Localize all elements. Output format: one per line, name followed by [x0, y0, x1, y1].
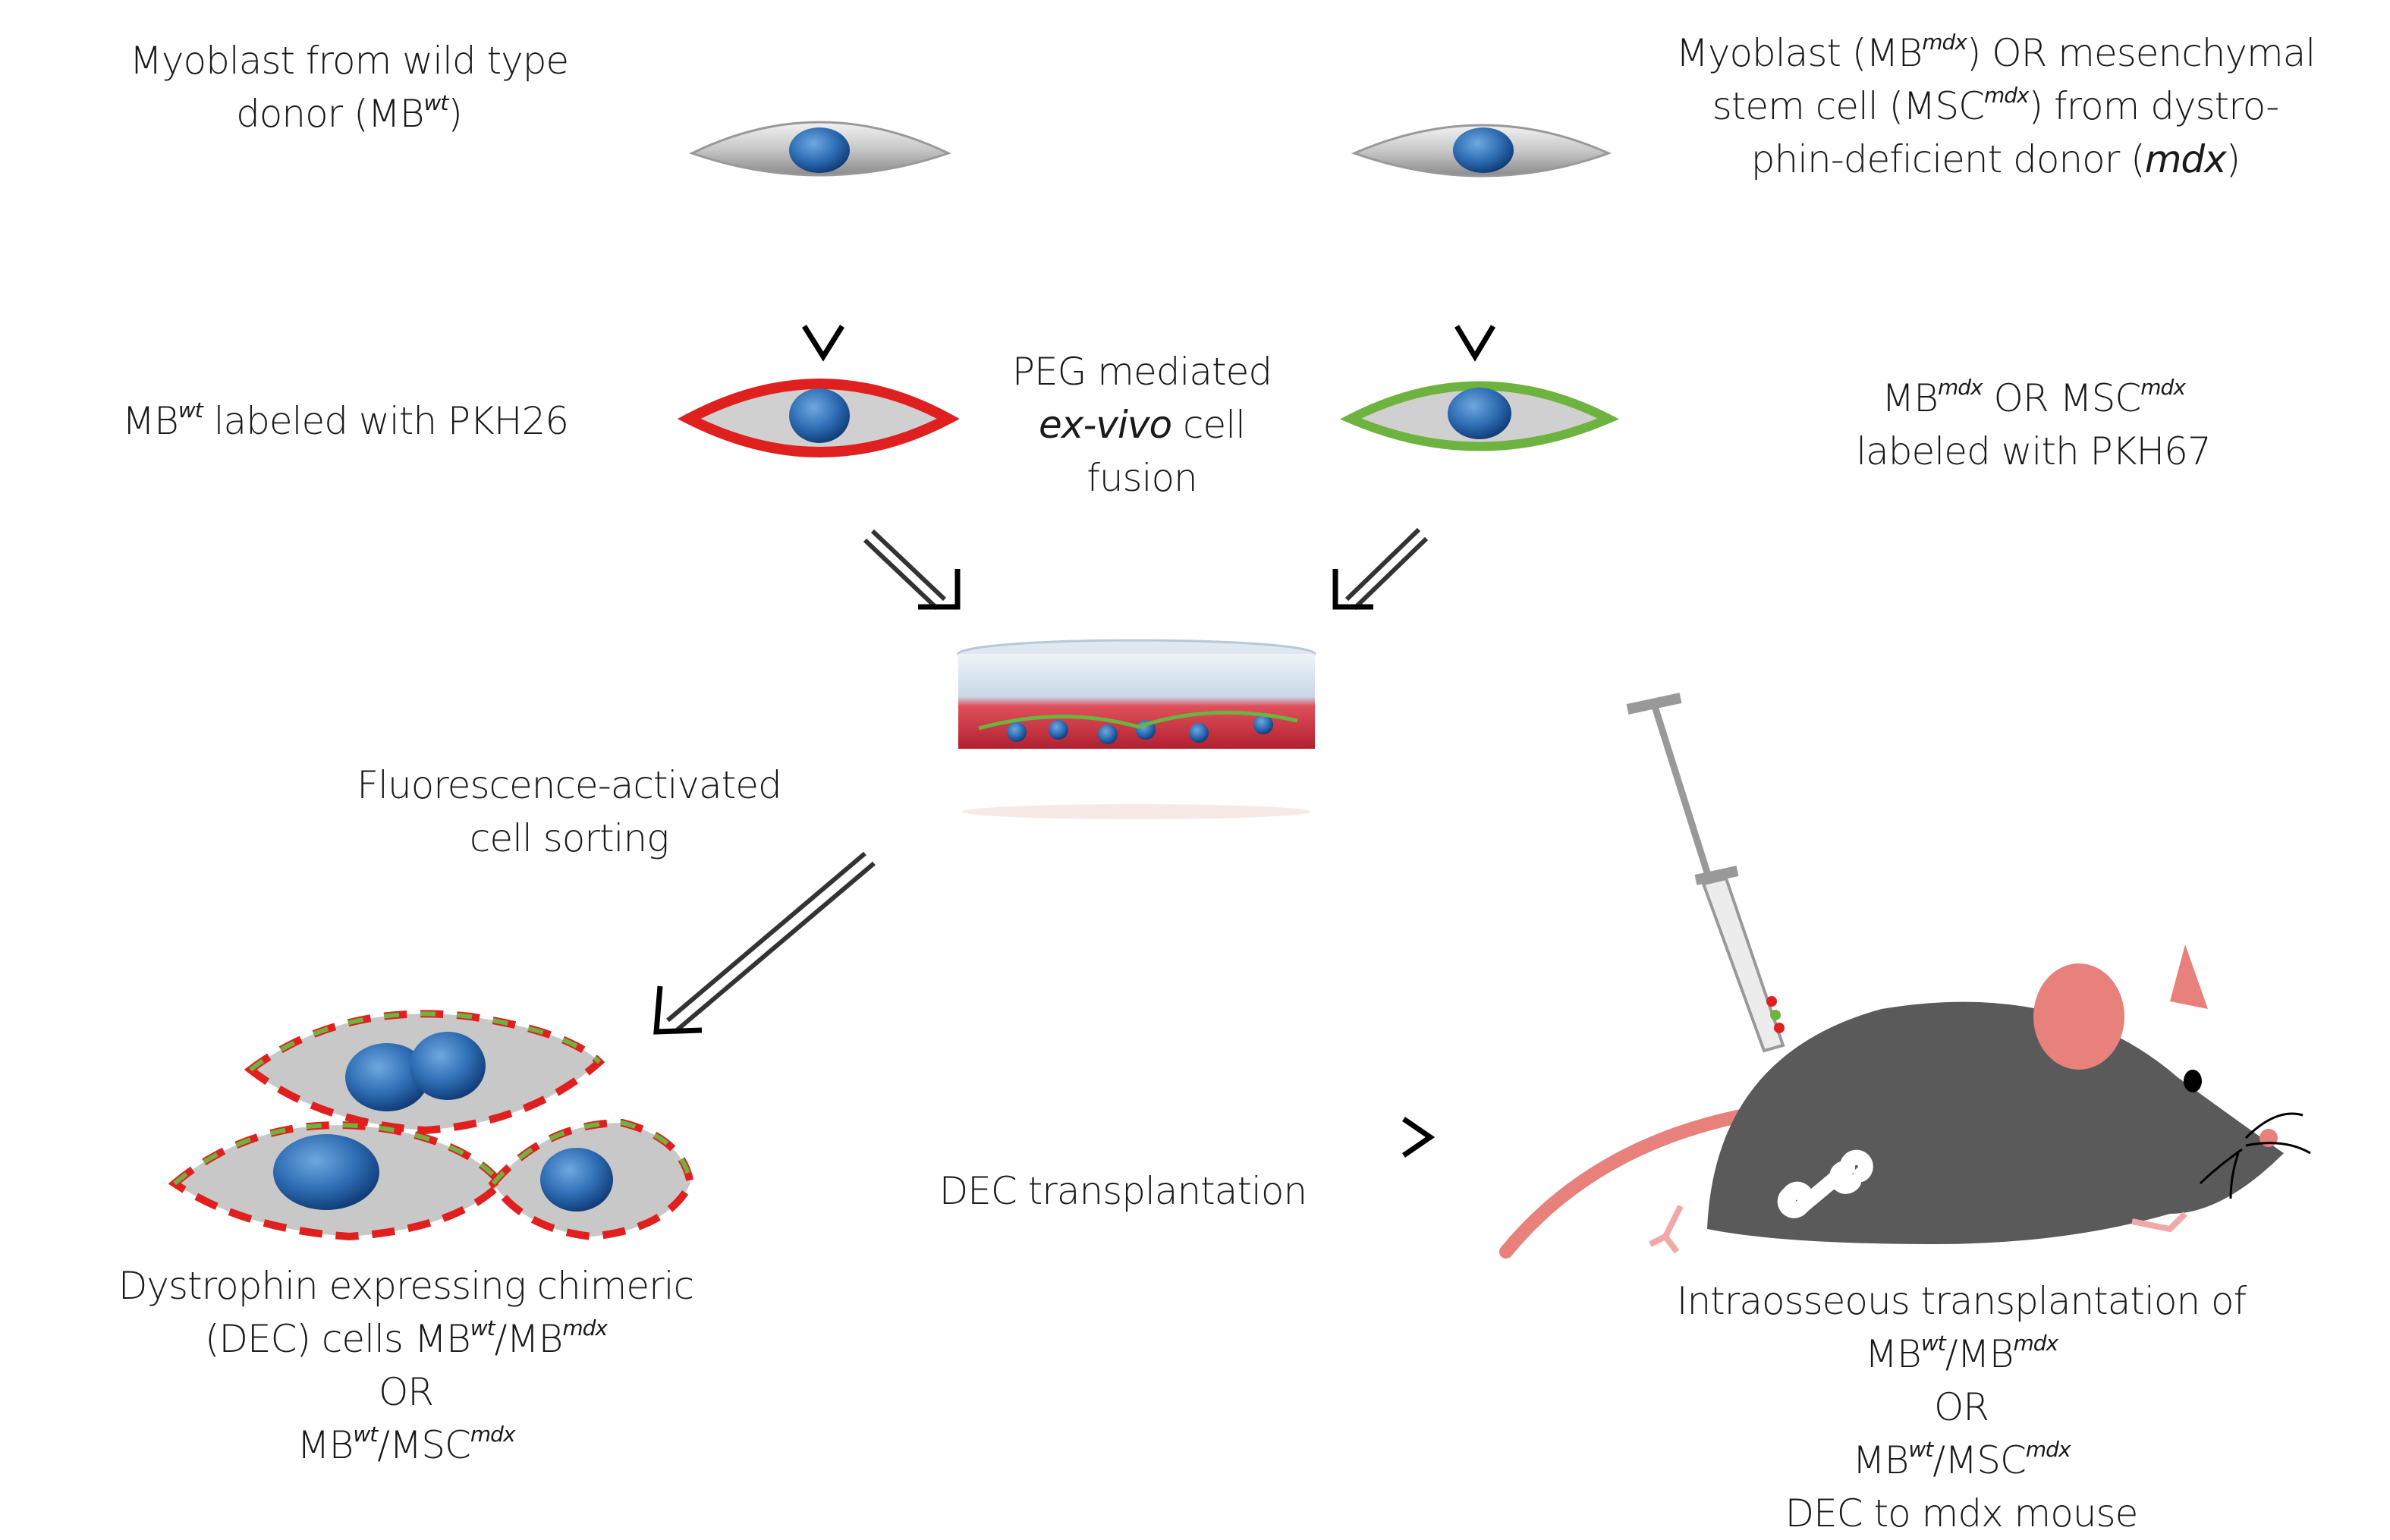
pkh67-labeled-cell	[1339, 381, 1620, 451]
label-facs: Fluorescence-activated cell sorting	[357, 763, 781, 860]
facs-arrow	[653, 851, 876, 1035]
petri-dish	[957, 639, 1316, 819]
label-pkh67: MBmdx OR MSCmdx labeled with PKH67	[1856, 375, 2211, 473]
mdx-mouse	[1499, 944, 2311, 1259]
label-dec-cells: Dystrophin expressing chimeric (DEC) cel…	[118, 1264, 694, 1467]
arrow-down-left	[802, 239, 844, 362]
label-mdx-donor: Myoblast (MBmdx) OR mesenchymal stem cel…	[1675, 30, 2316, 181]
arrow-to-dish-left	[863, 529, 961, 611]
dec-transplantation-arrow	[774, 1117, 1436, 1158]
label-dec-transplantation: DEC transplantation	[939, 1169, 1307, 1213]
label-peg-fusion: PEG mediated ex-vivo cell fusion	[1011, 350, 1272, 500]
label-intraosseous: Intraosseous transplantation of MBwt/MBm…	[1676, 1279, 2247, 1535]
wt-myoblast-cell	[689, 121, 951, 177]
label-wt-donor: Myoblast from wild type donor (MBwt)	[129, 39, 569, 136]
pkh26-labeled-cell	[677, 379, 960, 457]
dec-chimeric-cells	[168, 1010, 695, 1241]
label-pkh26: MBwt labeled with PKH26	[121, 398, 569, 443]
arrow-to-dish-right	[1332, 527, 1429, 611]
arrow-down-right	[1454, 239, 1496, 362]
mdx-cell	[1351, 124, 1612, 178]
syringe	[1626, 693, 1785, 1053]
